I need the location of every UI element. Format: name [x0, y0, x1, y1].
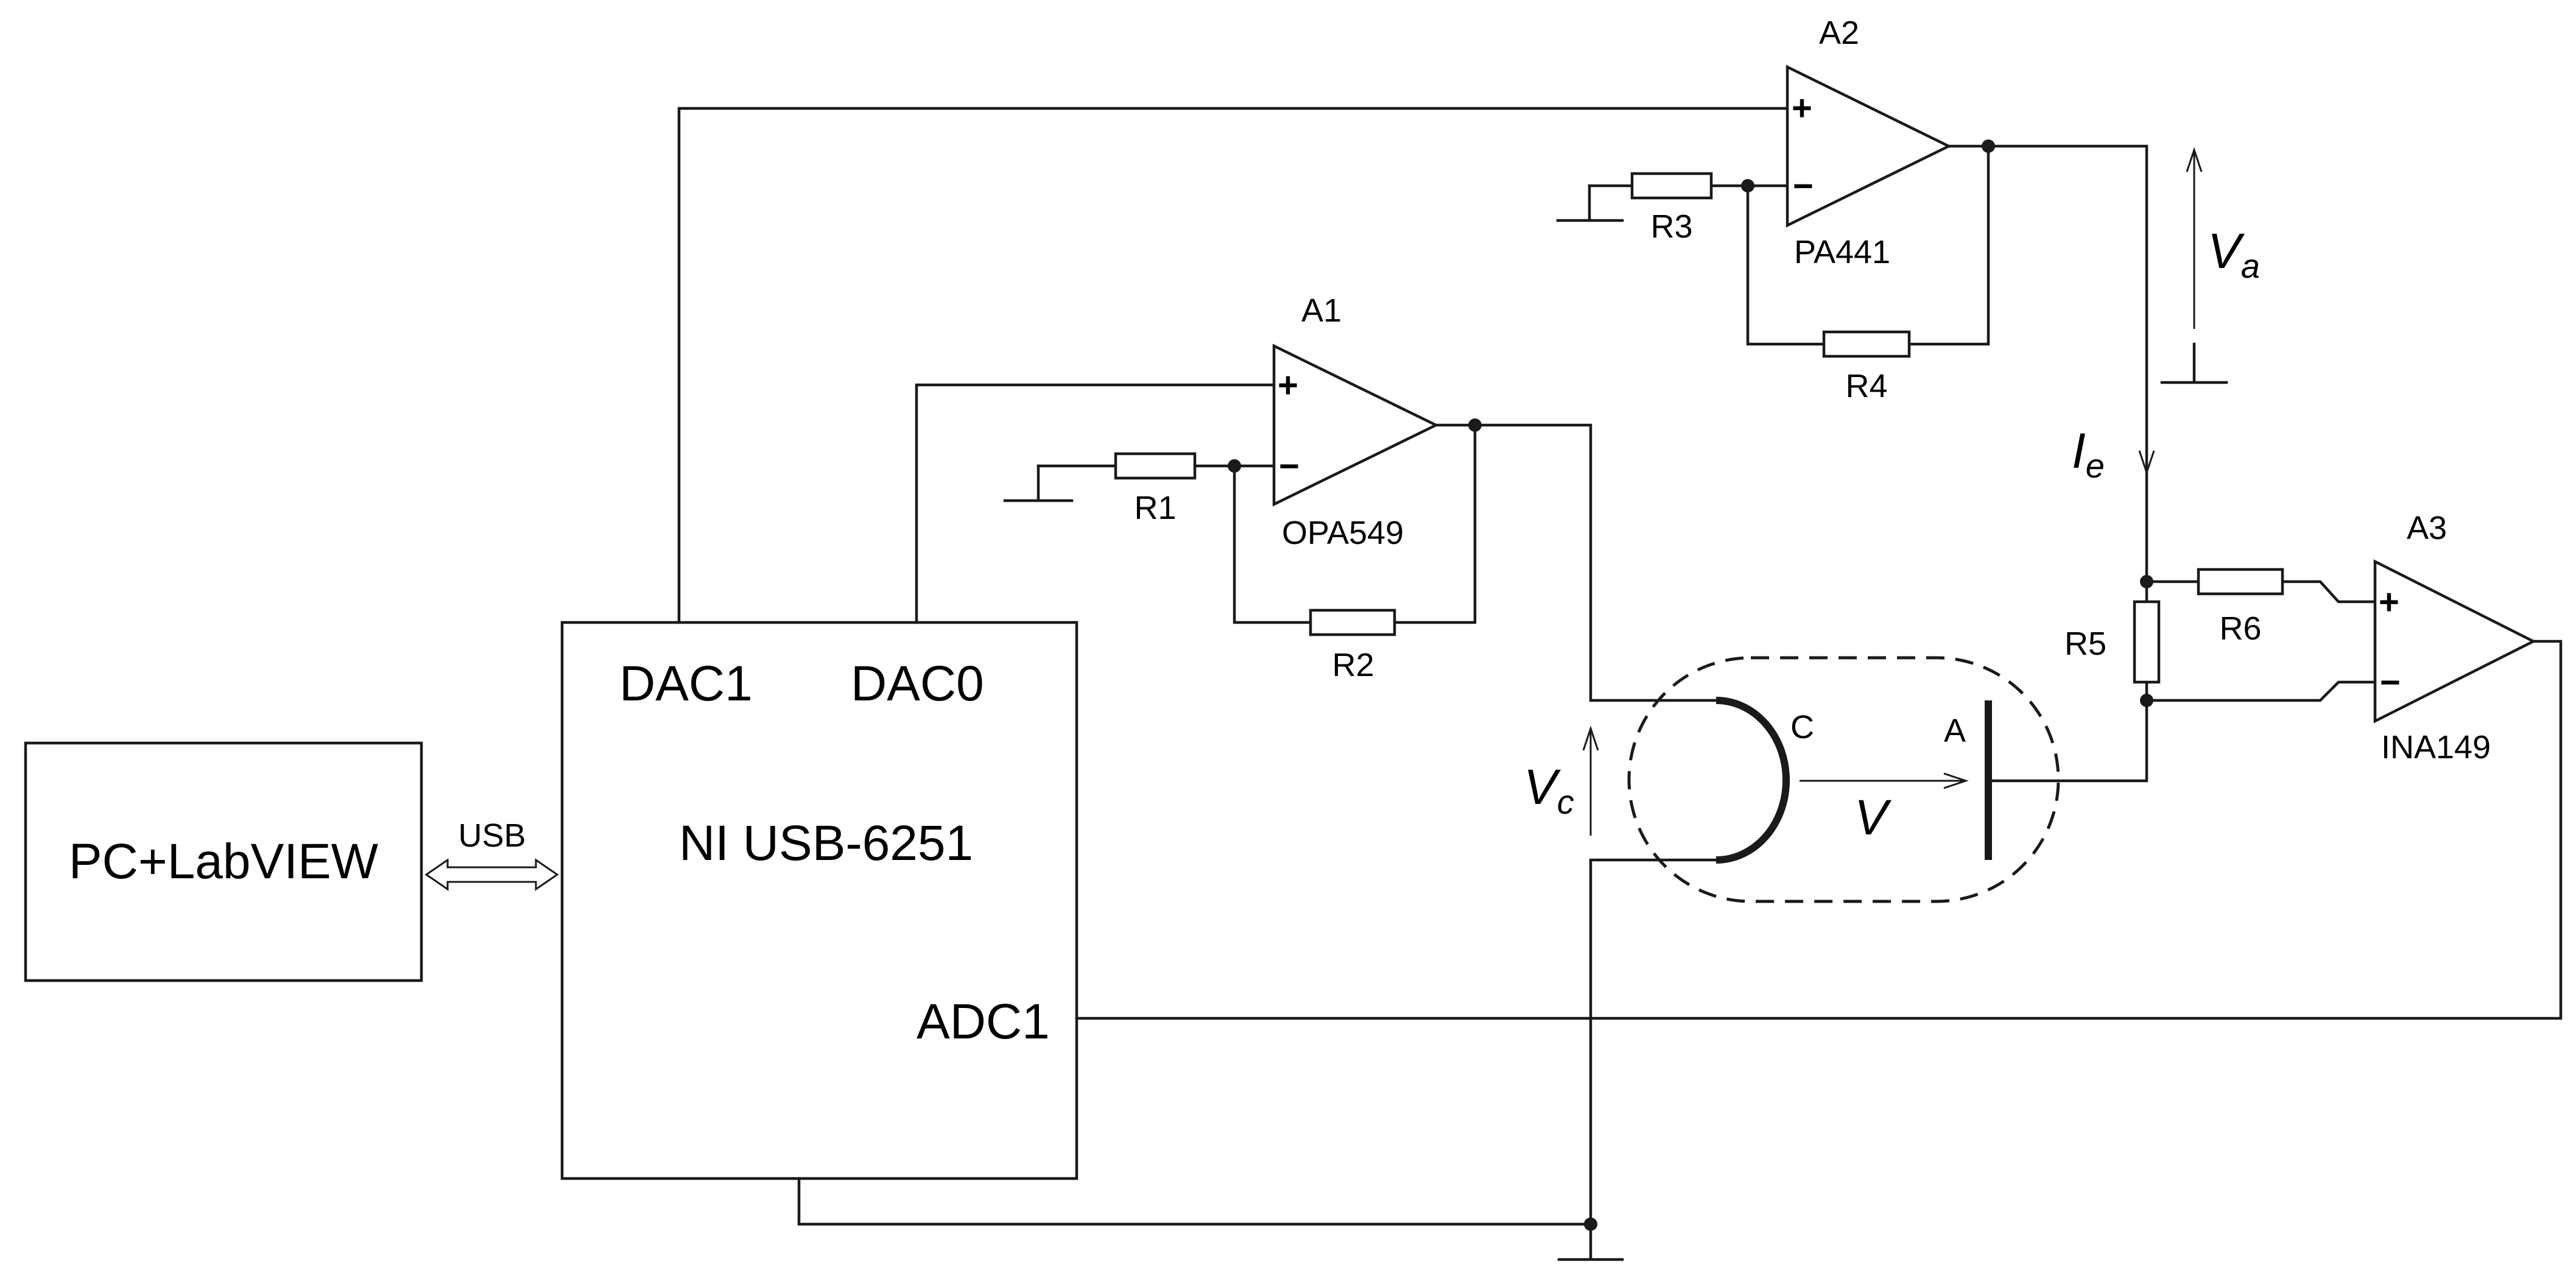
anode-label: A: [1944, 713, 1966, 749]
ni-usb-6251-block: DAC1 DAC0 NI USB-6251 ADC1: [560, 621, 1079, 1180]
vc-annotation: Vc: [1524, 725, 1599, 836]
r2-label: R2: [1332, 647, 1374, 683]
vc-symbol: Vc: [1524, 759, 1574, 821]
vc-main: V: [1524, 759, 1561, 815]
resistor-r3: R3: [1630, 172, 1713, 245]
a3-ref-label: A3: [2407, 510, 2447, 546]
va-main: V: [2208, 224, 2245, 279]
a1-plus-sign: +: [1278, 365, 1298, 405]
pc-labview-label: PC+LabVIEW: [69, 834, 379, 889]
vc-sub: c: [1557, 783, 1574, 821]
resistor-r4: R4: [1822, 330, 1911, 404]
pc-labview-block: PC+LabVIEW: [24, 741, 423, 982]
ie-main: I: [2072, 423, 2086, 479]
r5-label: R5: [2064, 625, 2106, 662]
r6-label: R6: [2219, 610, 2261, 647]
usb-label: USB: [458, 817, 526, 854]
dac0-label: DAC0: [851, 656, 984, 711]
r3-label: R3: [1650, 208, 1692, 245]
a2-ref-label: A2: [1819, 15, 1859, 51]
opamp-a3: + − A3 INA149: [2373, 510, 2537, 766]
ie-symbol: Ie: [2072, 423, 2105, 485]
ie-annotation: Ie: [2072, 423, 2155, 485]
resistor-r5: R5: [2064, 600, 2161, 684]
a2-plus-sign: +: [1792, 88, 1812, 128]
va-sub: a: [2241, 247, 2260, 285]
tube-envelope: [1627, 656, 2060, 903]
a1-ref-label: A1: [1301, 292, 1342, 329]
dac1-label: DAC1: [619, 656, 753, 711]
ie-sub: e: [2086, 446, 2105, 485]
a2-minus-sign: −: [1793, 166, 1814, 206]
junction-dots: [1228, 139, 2153, 1231]
a3-part-label: INA149: [2381, 729, 2491, 766]
cathode-label: C: [1790, 709, 1814, 745]
a1-minus-sign: −: [1279, 446, 1300, 486]
resistor-r1: R1: [1114, 452, 1197, 526]
resistor-r2: R2: [1309, 608, 1396, 683]
resistor-r6: R6: [2197, 568, 2284, 647]
opamp-a2: + − A2 PA441: [1786, 15, 1952, 270]
v-label: V: [1854, 790, 1892, 845]
usb-link: USB: [424, 817, 559, 891]
wiring: [677, 107, 2563, 1261]
a3-minus-sign: −: [2380, 663, 2401, 702]
a1-part-label: OPA549: [1282, 515, 1404, 551]
r4-label: R4: [1845, 368, 1887, 404]
r1-label: R1: [1134, 490, 1176, 526]
cathode-filament: [1716, 697, 1790, 864]
daq-model-label: NI USB-6251: [679, 816, 973, 871]
a2-part-label: PA441: [1794, 234, 1890, 270]
va-symbol: Va: [2208, 224, 2260, 285]
opamp-a1: + − A1 OPA549: [1272, 292, 1440, 551]
vacuum-tube: C A V: [1627, 656, 2060, 903]
a3-plus-sign: +: [2379, 582, 2399, 622]
va-annotation: Va: [2186, 147, 2260, 329]
adc1-label: ADC1: [917, 994, 1050, 1049]
